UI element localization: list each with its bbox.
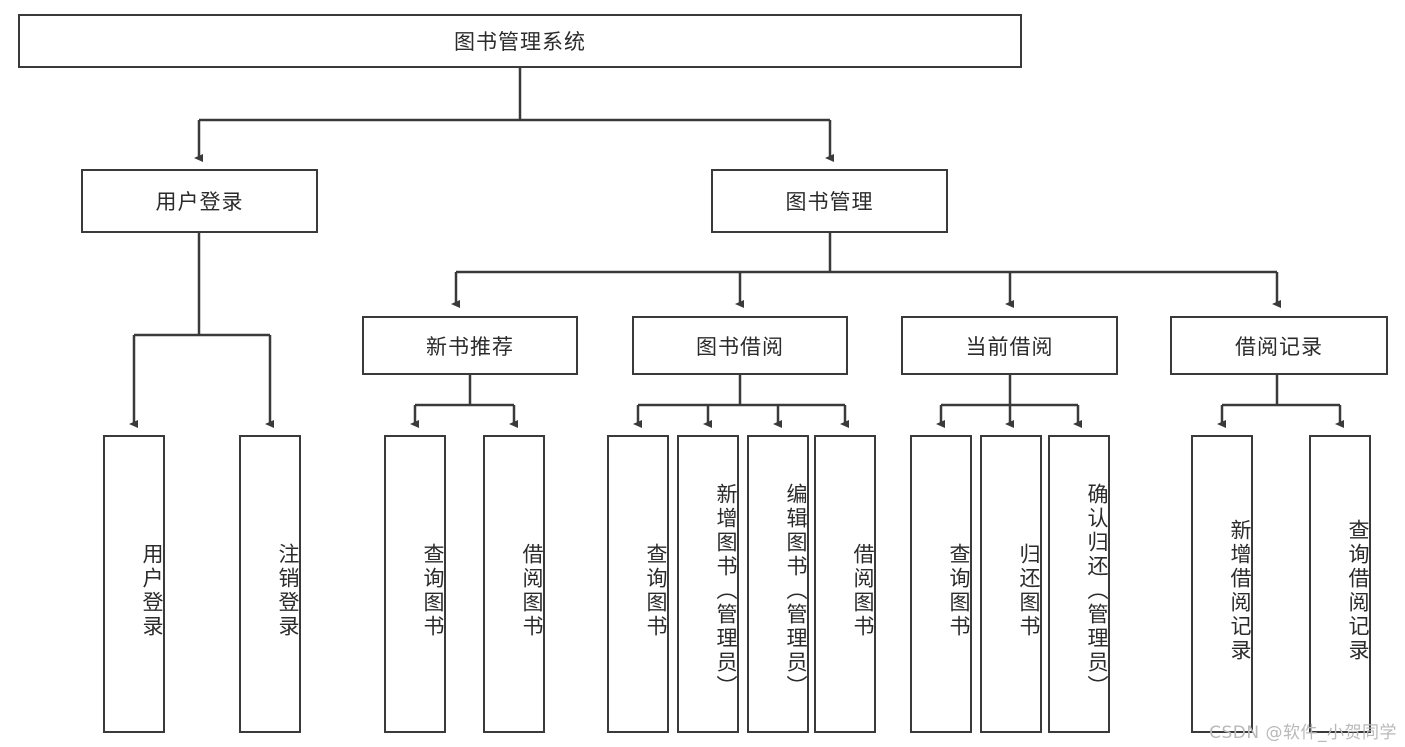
node-borrow-record[interactable]: 借阅记录	[1170, 316, 1388, 375]
node-label: 查询图书	[947, 543, 971, 639]
node-label: 查询借阅记录	[1346, 519, 1370, 663]
node-label: 借阅记录	[1235, 334, 1323, 359]
leaf-edit-book-admin[interactable]: 编辑图书（管理员）	[747, 435, 809, 733]
node-label: 借阅图书	[520, 543, 544, 639]
node-label: 图书管理系统	[454, 30, 586, 54]
leaf-borrow-book[interactable]: 借阅图书	[814, 435, 876, 733]
leaf-borrow-book-recommend[interactable]: 借阅图书	[483, 435, 545, 733]
leaf-query-borrow-record[interactable]: 查询借阅记录	[1309, 435, 1371, 733]
leaf-add-borrow-record[interactable]: 新增借阅记录	[1191, 435, 1253, 733]
node-label: 确认归还（管理员）	[1085, 483, 1109, 699]
leaf-query-book-borrow[interactable]: 查询图书	[607, 435, 669, 733]
node-new-book-recommend[interactable]: 新书推荐	[362, 316, 578, 375]
leaf-logout[interactable]: 注销登录	[239, 435, 301, 733]
node-label: 当前借阅	[965, 334, 1054, 359]
leaf-confirm-return-admin[interactable]: 确认归还（管理员）	[1048, 435, 1110, 733]
leaf-query-book-current[interactable]: 查询图书	[910, 435, 972, 733]
node-label: 图书借阅	[696, 334, 784, 359]
node-label: 用户登录	[155, 190, 244, 214]
node-label: 编辑图书（管理员）	[784, 483, 808, 699]
node-user-login[interactable]: 用户登录	[81, 169, 318, 233]
node-label: 借阅图书	[851, 543, 875, 639]
node-label: 图书管理	[785, 190, 874, 214]
csdn-watermark: CSDN @软件_小贺同学	[1209, 723, 1397, 743]
node-book-borrow[interactable]: 图书借阅	[632, 316, 848, 375]
node-label: 新增借阅记录	[1228, 519, 1252, 663]
leaf-query-book-recommend[interactable]: 查询图书	[384, 435, 446, 733]
node-root-system[interactable]: 图书管理系统	[18, 14, 1022, 68]
node-label: 归还图书	[1017, 543, 1041, 639]
leaf-user-login[interactable]: 用户登录	[103, 435, 165, 733]
node-current-borrow[interactable]: 当前借阅	[901, 316, 1118, 375]
leaf-add-book-admin[interactable]: 新增图书（管理员）	[677, 435, 739, 733]
node-label: 查询图书	[644, 543, 668, 639]
node-label: 新书推荐	[426, 334, 514, 359]
node-label: 注销登录	[276, 543, 300, 639]
leaf-return-book[interactable]: 归还图书	[980, 435, 1042, 733]
node-label: 查询图书	[421, 543, 445, 639]
node-label: 新增图书（管理员）	[714, 483, 738, 699]
node-label: 用户登录	[140, 543, 164, 639]
node-book-management[interactable]: 图书管理	[711, 169, 948, 233]
